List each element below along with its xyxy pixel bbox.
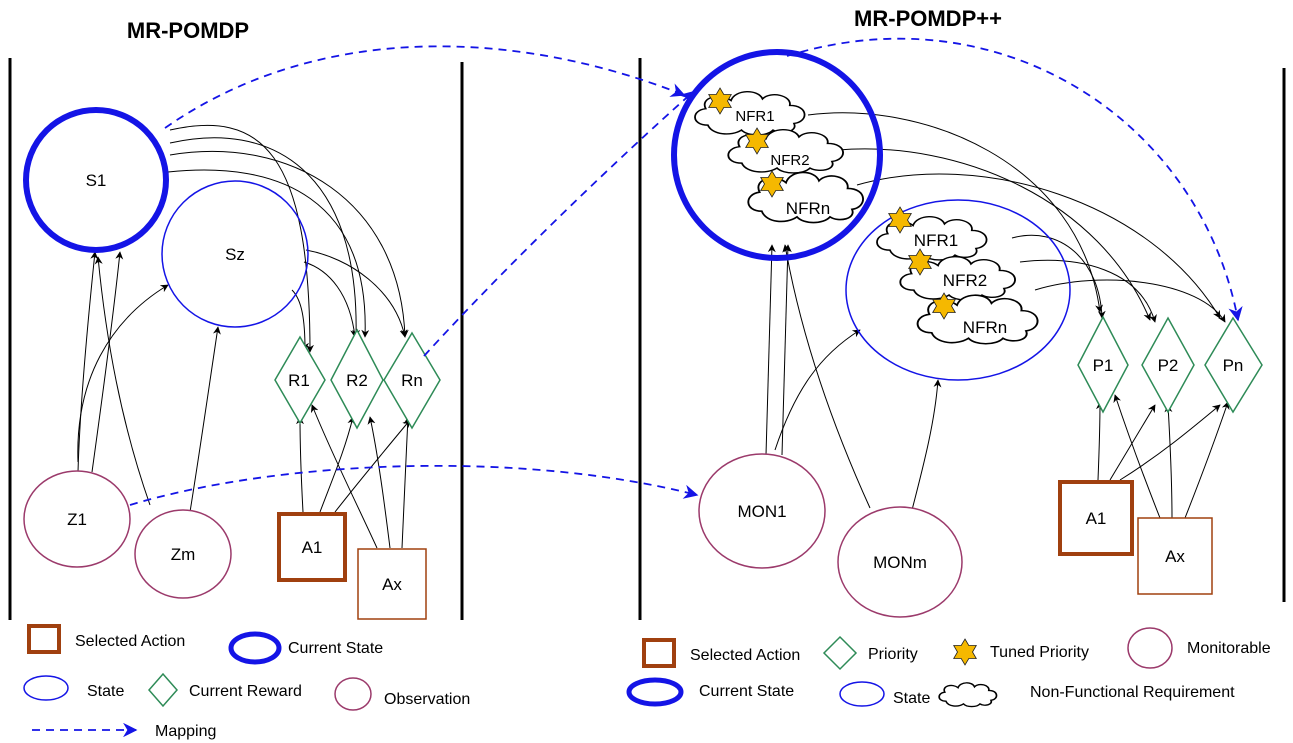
state-circle-right	[845, 199, 1071, 381]
priority-pn: Pn	[1204, 316, 1263, 414]
svg-text:Monitorable: Monitorable	[1187, 640, 1271, 657]
nfr-label: NFR1	[914, 231, 958, 250]
svg-text:Sz: Sz	[225, 245, 245, 264]
svg-text:P1: P1	[1093, 356, 1114, 375]
svg-text:State: State	[893, 690, 930, 707]
left-transition-arrows	[77, 124, 412, 549]
svg-text:Observation: Observation	[384, 691, 470, 708]
svg-text:MON1: MON1	[737, 502, 786, 521]
observation-zm: Zm	[134, 509, 232, 599]
legend-selected-action-right: Selected Action	[642, 638, 800, 668]
cloud-icon	[938, 682, 998, 708]
legend-priority: Priority	[822, 635, 918, 671]
nfr-label: NFR1	[735, 108, 774, 125]
reward-r1: R1	[274, 335, 326, 425]
svg-text:Selected Action: Selected Action	[75, 633, 185, 650]
legend-tuned-priority: Tuned Priority	[953, 638, 1089, 666]
panel-dividers	[8, 58, 1286, 620]
current-state-circle-right	[671, 49, 883, 261]
svg-text:Ax: Ax	[382, 575, 402, 594]
svg-text:Selected Action: Selected Action	[690, 647, 800, 664]
legend-state: State	[23, 675, 124, 701]
mapping-arrows	[129, 37, 1243, 506]
svg-text:Z1: Z1	[67, 510, 87, 529]
svg-text:Current Reward: Current Reward	[189, 683, 302, 700]
svg-text:Mapping: Mapping	[155, 723, 216, 740]
nfr-label: NFR2	[943, 271, 987, 290]
left-title: MR-POMDP	[127, 18, 249, 43]
legend-observation: Observation	[334, 677, 470, 711]
svg-text:R1: R1	[288, 371, 310, 390]
monitorable-mon1: MON1	[698, 453, 826, 569]
svg-text:R2: R2	[346, 371, 368, 390]
legend-current-reward: Current Reward	[148, 672, 302, 708]
nfr-label: NFR2	[770, 152, 809, 169]
svg-text:MONm: MONm	[873, 553, 927, 572]
reward-r2: R2	[330, 328, 384, 430]
legend-monitorable: Monitorable	[1127, 627, 1271, 669]
nfr-label: NFRn	[963, 318, 1007, 337]
svg-text:Tuned Priority: Tuned Priority	[990, 644, 1089, 661]
nfr-label: NFRn	[786, 199, 830, 218]
svg-text:Priority: Priority	[868, 646, 918, 663]
svg-text:A1: A1	[302, 538, 323, 557]
svg-text:Rn: Rn	[401, 371, 423, 390]
observation-z1: Z1	[23, 470, 131, 568]
right-title: MR-POMDP++	[854, 6, 1002, 31]
right-transition-arrows	[765, 112, 1230, 519]
svg-text:Pn: Pn	[1223, 356, 1244, 375]
svg-text:Current State: Current State	[699, 683, 794, 700]
action-a1-selected: A1	[277, 512, 347, 582]
action-ax: Ax	[357, 548, 427, 620]
svg-text:Current State: Current State	[288, 640, 383, 657]
svg-text:P2: P2	[1158, 356, 1179, 375]
svg-text:Ax: Ax	[1165, 547, 1185, 566]
priority-p2: P2	[1141, 316, 1195, 414]
state-s1: S1	[23, 107, 169, 253]
svg-text:Non-Functional Requirement: Non-Functional Requirement	[1030, 684, 1235, 701]
reward-rn: Rn	[383, 331, 441, 430]
state-sz: Sz	[161, 180, 309, 328]
legend-left: Selected Action Current State State Curr…	[23, 624, 470, 740]
legend-current-state: Current State	[228, 631, 383, 665]
monitorable-monm: MONm	[837, 506, 963, 618]
legend-nfr: Non-Functional Requirement	[938, 682, 1235, 708]
legend-current-state-right: Current State	[626, 677, 794, 707]
svg-text:Zm: Zm	[171, 545, 196, 564]
legend-selected-action: Selected Action	[27, 624, 185, 654]
action-ax-right: Ax	[1137, 517, 1213, 595]
star-icon	[953, 638, 977, 666]
svg-text:State: State	[87, 683, 124, 700]
svg-text:S1: S1	[86, 171, 107, 190]
legend-mapping: Mapping	[32, 722, 216, 740]
priority-p1: P1	[1077, 315, 1129, 414]
legend-right: Selected Action Priority Tuned Priority …	[626, 627, 1271, 708]
svg-text:A1: A1	[1086, 509, 1107, 528]
action-a1-selected-right: A1	[1058, 480, 1134, 556]
legend-state-right: State	[839, 681, 930, 707]
